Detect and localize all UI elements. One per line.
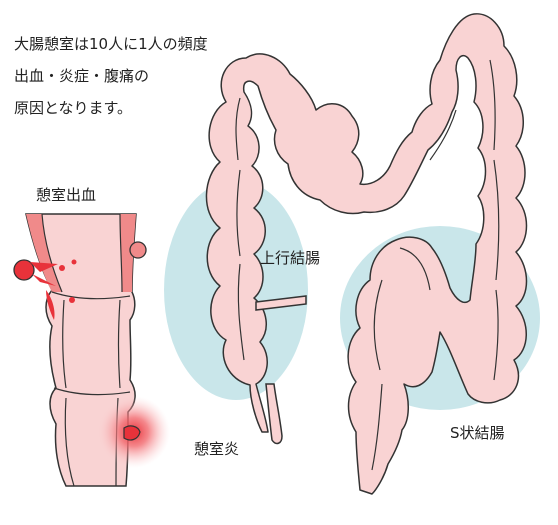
- intro-line: 原因となります。: [14, 92, 208, 124]
- bleeding-label: 憩室出血: [36, 184, 96, 205]
- sigmoid-colon-label: S状結腸: [450, 422, 505, 443]
- colon-closeup: [14, 214, 170, 486]
- ascending-colon-label: 上行結腸: [260, 247, 320, 268]
- intro-line: 出血・炎症・腹痛の: [14, 60, 208, 92]
- appendix: [266, 384, 282, 443]
- intro-line: 大腸憩室は10人に1人の頻度: [14, 28, 208, 60]
- intro-text: 大腸憩室は10人に1人の頻度 出血・炎症・腹痛の 原因となります。: [14, 28, 208, 124]
- inflammation-label: 憩室炎: [194, 438, 239, 459]
